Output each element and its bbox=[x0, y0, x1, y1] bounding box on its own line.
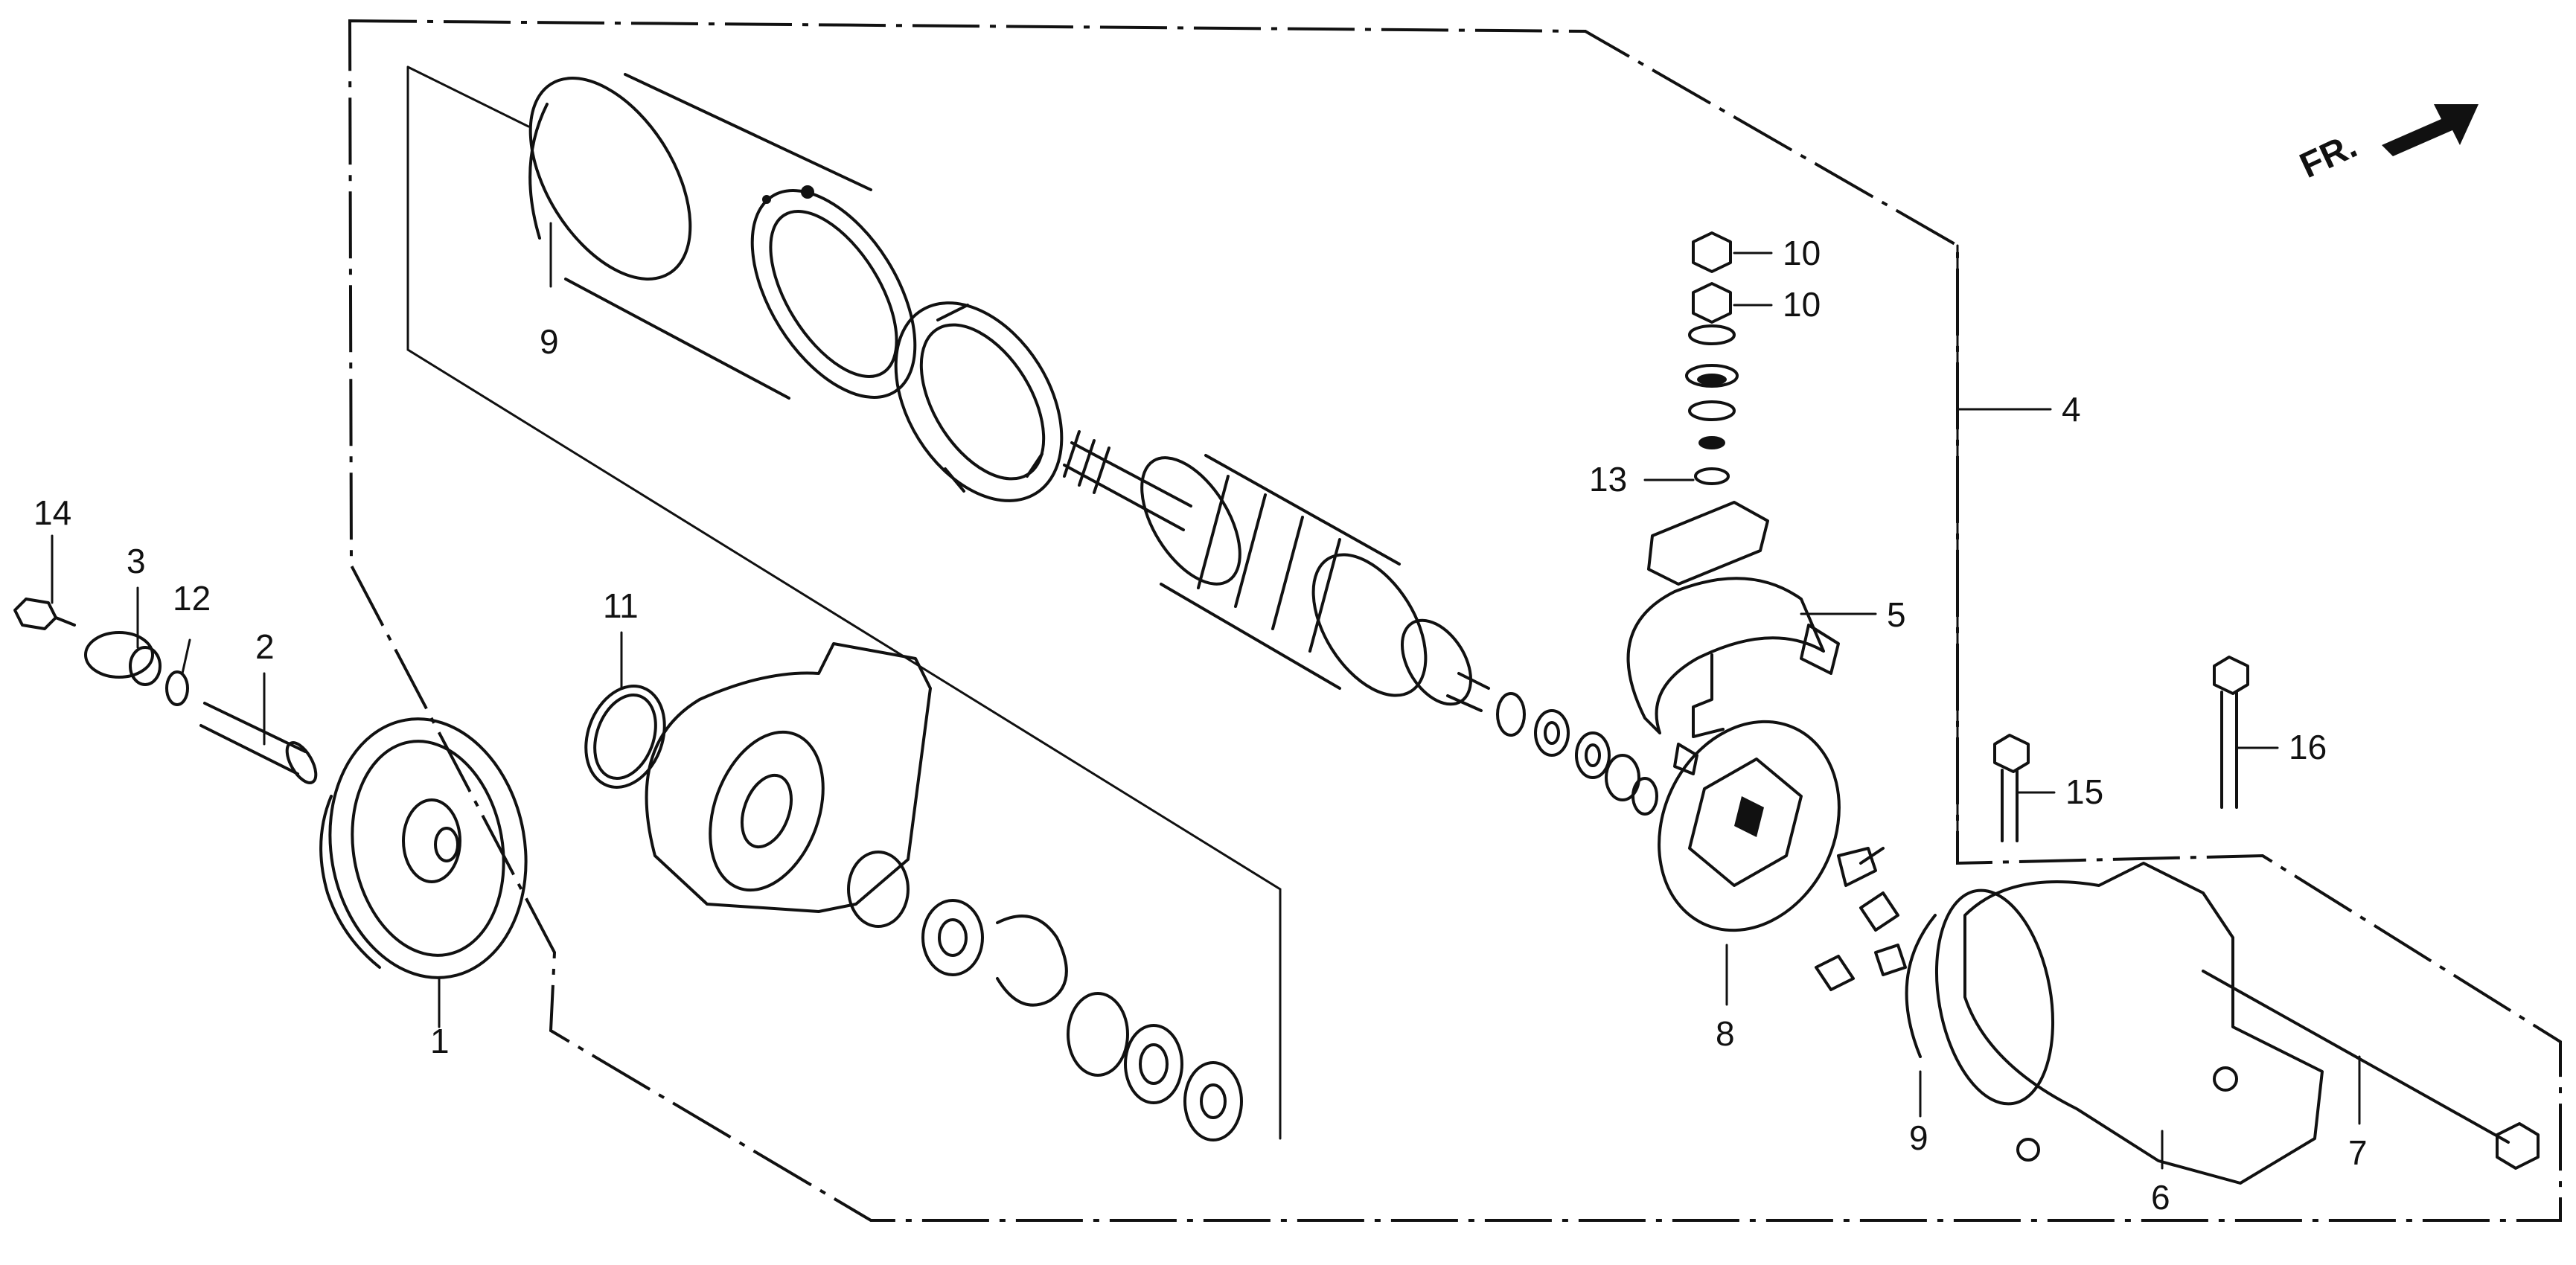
fr-label: FR. bbox=[2294, 126, 2362, 186]
callout-9b: 9 bbox=[1909, 1118, 1928, 1157]
brush-holder bbox=[1626, 577, 1840, 775]
callout-4: 4 bbox=[2062, 390, 2081, 429]
left-small-parts bbox=[13, 598, 318, 784]
leader-lines bbox=[51, 222, 2361, 1170]
terminal-stack bbox=[1647, 231, 1769, 586]
callout-14: 14 bbox=[33, 493, 71, 532]
callout-9a: 9 bbox=[540, 322, 559, 361]
callout-13: 13 bbox=[1589, 460, 1627, 499]
armature bbox=[1063, 430, 1490, 712]
yoke-housing bbox=[528, 73, 917, 400]
callout-12: 12 bbox=[173, 579, 211, 618]
callout-16: 16 bbox=[2289, 728, 2327, 766]
callout-1: 1 bbox=[430, 1022, 450, 1060]
through-bolt bbox=[2202, 970, 2540, 1170]
bearing-washers bbox=[847, 851, 1243, 1141]
callout-3: 3 bbox=[127, 542, 146, 580]
front-direction-marker: FR. bbox=[2294, 104, 2478, 186]
callout-2: 2 bbox=[255, 627, 275, 666]
callout-10a: 10 bbox=[1783, 234, 1821, 272]
o-ring bbox=[584, 685, 666, 789]
rear-cover bbox=[1934, 862, 2324, 1185]
reduction-gear bbox=[319, 717, 528, 979]
callout-10b: 10 bbox=[1783, 285, 1821, 324]
callout-15: 15 bbox=[2065, 772, 2103, 811]
o-ring-lower bbox=[1905, 914, 1937, 1058]
callout-5: 5 bbox=[1887, 595, 1906, 634]
front-cover bbox=[645, 642, 932, 913]
callout-labels: 1 2 3 4 5 6 7 8 9 9 10 10 11 12 13 14 15… bbox=[33, 234, 2368, 1217]
arrow-icon bbox=[2382, 104, 2478, 156]
group-frame bbox=[406, 65, 1959, 1140]
assembly-boundary bbox=[348, 19, 2562, 1222]
callout-11: 11 bbox=[603, 586, 639, 625]
callout-7: 7 bbox=[2348, 1133, 2368, 1172]
callout-6: 6 bbox=[2151, 1178, 2170, 1217]
bolt-15 bbox=[1993, 734, 2030, 842]
brush-plate bbox=[1658, 720, 1907, 991]
field-plate bbox=[894, 301, 1064, 502]
bolt-16 bbox=[2213, 656, 2249, 809]
callout-8: 8 bbox=[1716, 1014, 1735, 1053]
armature-washers bbox=[1496, 692, 1658, 816]
